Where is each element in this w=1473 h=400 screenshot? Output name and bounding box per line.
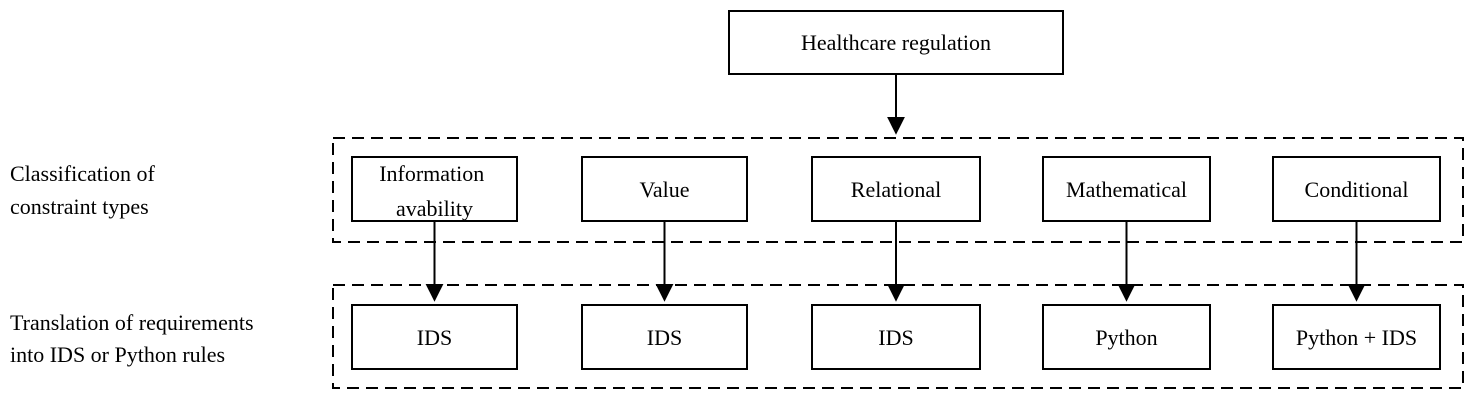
- constraint-type-label-line-2: avability: [396, 196, 473, 221]
- rule-target-ids-1: IDS: [351, 304, 518, 370]
- constraint-type-value: Value: [581, 156, 748, 222]
- classification-row-label-line-2: constraint types: [10, 194, 149, 219]
- constraint-type-label-line-1: Information: [379, 161, 484, 186]
- constraint-type-label: Value: [639, 177, 689, 202]
- constraint-type-information-availability: Information avability: [351, 156, 518, 222]
- translation-group-frame: [332, 284, 1464, 389]
- constraint-type-label: Relational: [851, 177, 941, 202]
- rule-target-label: Python: [1095, 325, 1157, 350]
- constraint-type-label: Information avability: [379, 161, 490, 221]
- rule-target-ids-3: IDS: [811, 304, 981, 370]
- rule-target-label: IDS: [647, 325, 682, 350]
- classification-row-label: Classification of constraint types: [10, 161, 160, 219]
- rule-target-label: IDS: [878, 325, 913, 350]
- rule-target-label: Python + IDS: [1296, 325, 1417, 350]
- constraint-type-label: Conditional: [1305, 177, 1409, 202]
- rule-target-python: Python: [1042, 304, 1211, 370]
- healthcare-regulation-label: Healthcare regulation: [801, 30, 991, 55]
- constraint-type-label: Mathematical: [1066, 177, 1187, 202]
- healthcare-regulation-node: Healthcare regulation: [728, 10, 1064, 75]
- rule-target-ids-2: IDS: [581, 304, 748, 370]
- translation-row-label-line-1: Translation of requirements: [10, 310, 254, 335]
- rule-target-label: IDS: [417, 325, 452, 350]
- constraint-type-mathematical: Mathematical: [1042, 156, 1211, 222]
- translation-row-label: Translation of requirements into IDS or …: [10, 310, 259, 367]
- classification-row-label-line-1: Classification of: [10, 161, 155, 186]
- constraint-type-conditional: Conditional: [1272, 156, 1441, 222]
- translation-row-label-line-2: into IDS or Python rules: [10, 342, 225, 367]
- classification-group-frame: [332, 137, 1464, 243]
- rule-target-python-ids: Python + IDS: [1272, 304, 1441, 370]
- constraint-type-relational: Relational: [811, 156, 981, 222]
